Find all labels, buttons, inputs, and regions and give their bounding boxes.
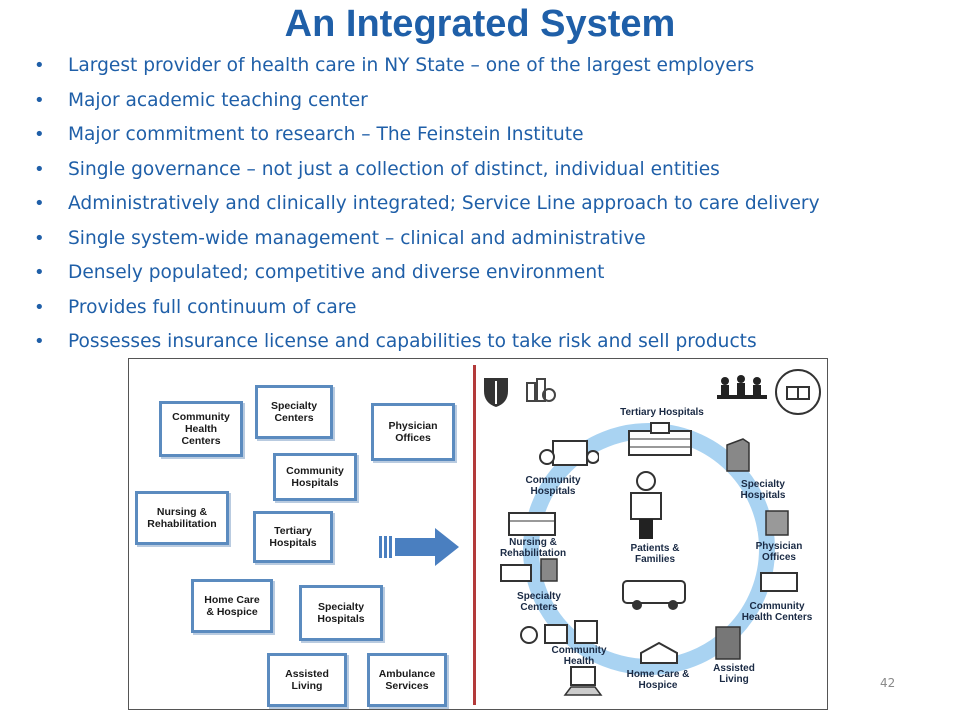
bullet-text: Provides full continuum of care (68, 296, 357, 318)
bullet-text: Possesses insurance license and capabili… (68, 331, 757, 352)
arrow-stripe (384, 536, 387, 558)
box-tertiary-hospitals: Tertiary Hospitals (253, 511, 333, 563)
ambulance-icon (622, 580, 686, 610)
bullet-icon: • (34, 227, 45, 249)
box-nursing-rehab: Nursing & Rehabilitation (135, 491, 229, 545)
bullet-icon: • (34, 55, 45, 76)
label-specialty-hospitals: Specialty Hospitals (740, 479, 786, 501)
box-assisted-living: Assisted Living (267, 653, 347, 707)
label-community-health-centers: Community Health Centers (741, 601, 813, 623)
classroom-icon (717, 375, 767, 399)
arrow-stripe (389, 536, 392, 558)
bullet-icon: • (34, 193, 45, 214)
bullet-text: Single system-wide management – clinical… (68, 227, 646, 249)
bullet-item: • Administratively and clinically integra… (30, 188, 820, 223)
bullet-text: Major academic teaching center (68, 89, 368, 111)
bullet-item: • Possesses insurance license and capabil… (30, 326, 820, 361)
box-specialty-hospitals: Specialty Hospitals (299, 585, 383, 641)
label-assisted-living: Assisted Living (713, 663, 755, 685)
bullet-item: • Provides full continuum of care (30, 292, 820, 327)
label-community-health: Community Health (551, 645, 607, 667)
bullet-text: Single governance – not just a collectio… (68, 158, 720, 180)
shield-logo-icon (484, 378, 508, 407)
box-community-hospitals: Community Hospitals (273, 453, 357, 501)
box-physician-offices: Physician Offices (371, 403, 455, 461)
label-physician-offices: Physician Offices (755, 541, 803, 563)
bullet-item: • Major commitment to research – The Fein… (30, 119, 820, 154)
label-community-hospitals: Community Hospitals (525, 475, 581, 497)
bullet-item: • Major academic teaching center (30, 85, 820, 120)
divider-line (473, 365, 476, 705)
label-specialty-centers: Specialty Centers (517, 591, 561, 613)
bullet-text: Densely populated; competitive and diver… (68, 262, 605, 283)
bullet-icon: • (34, 296, 45, 318)
box-ambulance-services: Ambulance Services (367, 653, 447, 707)
bullet-icon: • (34, 158, 45, 180)
home-care-icon (640, 641, 678, 664)
arrow-right-icon (395, 528, 459, 566)
bullet-item: • Single system-wide management – clinica… (30, 223, 820, 258)
health-center-icon (760, 572, 798, 592)
box-community-health-centers: Community Health Centers (159, 401, 243, 457)
integration-diagram: Community Health Centers Specialty Cente… (128, 358, 828, 710)
bullet-icon: • (34, 124, 45, 145)
label-patients-families: Patients & Families (630, 543, 680, 565)
specialty-center-icon (500, 558, 558, 582)
bullet-icon: • (34, 89, 45, 111)
tertiary-hospital-icon (628, 422, 692, 456)
bullet-text: Administratively and clinically integrat… (68, 193, 820, 214)
label-nursing-rehab: Nursing & Rehabilitation (499, 537, 567, 559)
page-number: 42 (880, 676, 896, 690)
bullet-item: • Single governance – not just a collecti… (30, 154, 820, 189)
bullet-text: Major commitment to research – The Feins… (68, 124, 584, 145)
bullet-item: • Largest provider of health care in NY S… (30, 50, 820, 85)
physician-office-icon (765, 510, 789, 536)
patient-icon (630, 471, 662, 539)
laptop-icon (563, 666, 603, 696)
arrow-stripe (379, 536, 382, 558)
assisted-living-icon (715, 626, 741, 660)
bullet-item: • Densely populated; competitive and dive… (30, 257, 820, 292)
slide-title: An Integrated System (284, 3, 676, 45)
community-health-building-icon (520, 620, 598, 644)
nursing-home-icon (508, 512, 556, 536)
label-tertiary-hospitals: Tertiary Hospitals (620, 407, 704, 418)
specialty-hospital-icon (726, 438, 750, 472)
bullet-list: • Largest provider of health care in NY S… (30, 50, 820, 361)
box-home-care: Home Care & Hospice (191, 579, 273, 633)
community-hospital-icon (539, 440, 599, 466)
bullet-icon: • (34, 331, 45, 352)
box-specialty-centers: Specialty Centers (255, 385, 333, 439)
bullet-text: Largest provider of health care in NY St… (68, 55, 755, 76)
learning-center-logo-icon (775, 369, 821, 415)
label-home-care: Home Care & Hospice (626, 669, 690, 691)
lab-flask-icon (526, 378, 556, 402)
bullet-icon: • (34, 262, 45, 283)
